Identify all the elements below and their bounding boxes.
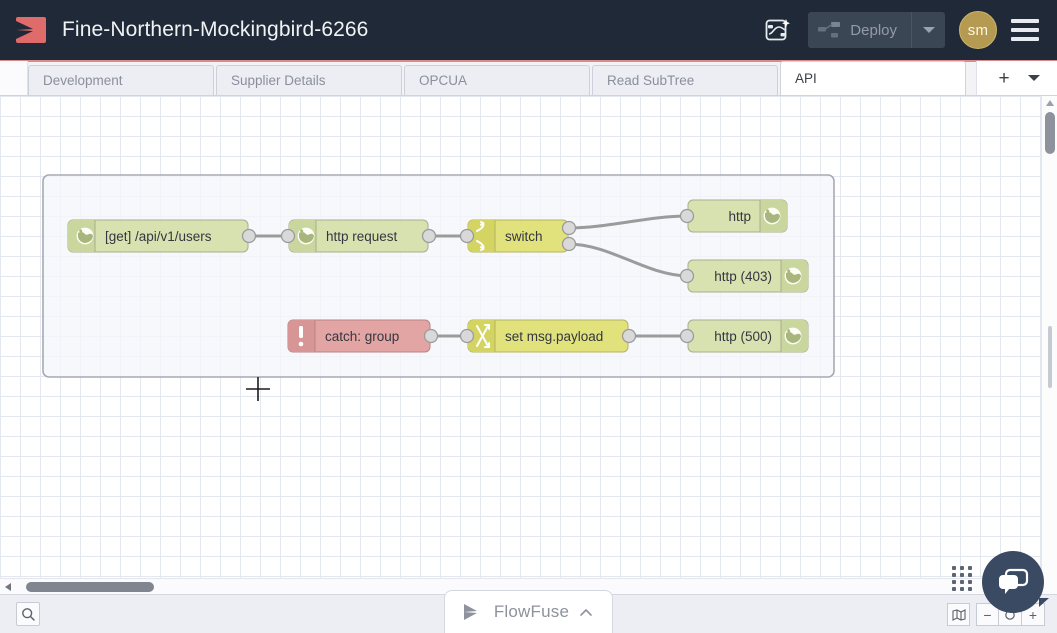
port-out[interactable]: [423, 328, 439, 344]
port-out-1[interactable]: [561, 236, 577, 252]
node-label: http request: [326, 229, 398, 244]
avatar[interactable]: sm: [959, 11, 997, 49]
horizontal-scroll-thumb[interactable]: [26, 582, 154, 592]
node-label: http (500): [714, 329, 772, 344]
port-in[interactable]: [459, 228, 475, 244]
wire-switch-to-http200: [567, 214, 689, 230]
switch-branch-icon: [476, 221, 485, 251]
tab-read-subtree[interactable]: Read SubTree: [592, 65, 778, 95]
flow-canvas-svg: [get] /api/v1/users http request: [42, 174, 835, 401]
ai-flow-sparkle-icon[interactable]: [760, 13, 794, 47]
tab-supplier-details[interactable]: Supplier Details: [216, 65, 402, 95]
node-http-response-500[interactable]: http (500): [679, 319, 809, 353]
canvas-horizontal-scrollbar[interactable]: [0, 578, 1041, 594]
vertical-scroll-thumb[interactable]: [1045, 112, 1055, 154]
flowfuse-label: FlowFuse: [493, 602, 570, 621]
chat-bubble-tail: [1039, 598, 1049, 607]
node-switch[interactable]: switch: [459, 219, 577, 253]
app-header: Fine-Northern-Mockingbird-6266: [0, 0, 1057, 62]
node-catch[interactable]: catch: group: [287, 319, 439, 353]
port-in[interactable]: [459, 328, 475, 344]
node-label: catch: group: [325, 329, 399, 344]
hamburger-menu-icon[interactable]: [1011, 19, 1039, 41]
exclamation-icon: [298, 326, 304, 347]
zoom-out-icon[interactable]: −: [976, 603, 999, 626]
port-out[interactable]: [241, 228, 257, 244]
globe-icon: [76, 227, 94, 245]
globe-icon: [297, 227, 315, 245]
globe-icon: [784, 327, 802, 345]
node-http-response-403[interactable]: http (403): [679, 259, 809, 293]
node-http-request[interactable]: http request: [280, 219, 437, 253]
node-label: switch: [505, 229, 543, 244]
flow-canvas[interactable]: [get] /api/v1/users http request: [0, 96, 1057, 594]
chat-bubble-icon[interactable]: [982, 551, 1044, 613]
tab-bar-actions: +: [976, 61, 1057, 95]
port-in[interactable]: [679, 268, 695, 284]
port-in[interactable]: [679, 328, 695, 344]
port-out-0[interactable]: [561, 220, 577, 236]
chevron-up-icon: [580, 608, 592, 616]
tab-api[interactable]: API: [780, 61, 966, 95]
scroll-left-arrow-icon[interactable]: [5, 583, 11, 591]
node-label: [get] /api/v1/users: [105, 229, 212, 244]
navigator-map-icon[interactable]: [947, 603, 970, 626]
deploy-button-label: Deploy: [850, 21, 897, 39]
node-label: http: [728, 209, 751, 224]
globe-icon: [784, 267, 802, 285]
scroll-up-arrow-icon[interactable]: [1046, 100, 1054, 106]
node-http-response-200[interactable]: http: [679, 199, 788, 233]
drag-dots-icon[interactable]: [952, 566, 973, 591]
port-in[interactable]: [280, 228, 296, 244]
node-label: http (403): [714, 269, 772, 284]
wire-switch-to-http403: [567, 242, 689, 278]
change-swap-icon: [476, 324, 490, 348]
flowfuse-panel-toggle[interactable]: FlowFuse: [444, 590, 613, 633]
tab-bar-left-spacer: [0, 61, 28, 95]
chevron-down-icon: [922, 27, 935, 33]
page-title: Fine-Northern-Mockingbird-6266: [62, 18, 369, 41]
deploy-dropdown-caret[interactable]: [911, 12, 945, 48]
add-tab-icon[interactable]: +: [998, 67, 1010, 89]
deploy-nodes-icon: [818, 22, 841, 38]
port-in[interactable]: [679, 208, 695, 224]
port-out[interactable]: [621, 328, 637, 344]
node-change-set-payload[interactable]: set msg.payload: [459, 319, 637, 353]
port-out[interactable]: [421, 228, 437, 244]
header-actions: Deploy sm: [760, 11, 1039, 49]
flowfuse-logo-icon: [463, 604, 477, 620]
tab-list-chevron-icon[interactable]: [1021, 65, 1047, 91]
status-bar: FlowFuse − +: [0, 551, 1057, 633]
deploy-button[interactable]: Deploy: [808, 12, 945, 48]
tab-development[interactable]: Development: [28, 65, 214, 95]
node-label: set msg.payload: [505, 329, 603, 344]
search-icon[interactable]: [16, 602, 40, 626]
globe-icon: [763, 207, 781, 225]
flowfuse-logo-icon: [16, 17, 46, 43]
flow-tab-bar: Development Supplier Details OPCUA Read …: [0, 61, 1057, 96]
tab-opcua[interactable]: OPCUA: [404, 65, 590, 95]
canvas-vertical-scrollbar[interactable]: [1041, 96, 1057, 594]
crosshair-cursor: [246, 377, 270, 401]
node-http-in[interactable]: [get] /api/v1/users: [67, 219, 257, 253]
vertical-scroll-marker: [1048, 326, 1052, 388]
